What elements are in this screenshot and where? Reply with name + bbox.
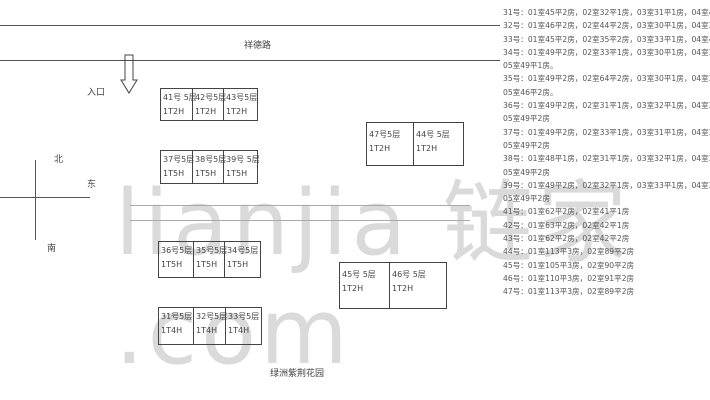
entrance-label: 入口: [87, 88, 106, 98]
building-name: 31号5层: [161, 312, 193, 321]
building-42: 42号5层 1T2H: [193, 89, 227, 120]
unit-note: 38号：01室48平1房，02室31平1房，03室32平1房，04室34平1: [503, 154, 710, 164]
compass-east: 东: [87, 180, 97, 190]
building-35: 35号5层 1T5H: [194, 242, 228, 277]
unit-note: 43号：01室62平2房，02室42平2房: [503, 234, 630, 244]
unit-note: 05室49平2房: [503, 194, 550, 204]
inner-road-line: [130, 205, 470, 206]
compass-horizontal: [0, 197, 90, 198]
building-type: 1T5H: [161, 260, 183, 269]
unit-note: 44号：01室113平3房，02室89平2房: [503, 247, 635, 257]
unit-note: 33号：01室45平2房，02室35平2房，03室33平1房，04室44平2: [503, 34, 710, 44]
unit-note: 37号：01室49平2房，02室33平1房，03室31平1房，04室35平1: [503, 127, 710, 137]
road-edge-bottom: [0, 60, 500, 61]
building-type: 1T5H: [227, 260, 249, 269]
entrance-arrow-icon: [120, 54, 138, 94]
building-name: 36号5层: [161, 246, 193, 255]
unit-notes: 31号：01室45平2房，02室32平1房，03室31平1房，04室46平2 32…: [503, 6, 710, 299]
building-33: 33号5层 1T4H: [226, 308, 261, 344]
building-type: 1T2H: [226, 107, 248, 116]
building-36: 36号5层 1T5H: [159, 242, 194, 277]
watermark: lianjia 链家 .com: [115, 171, 631, 385]
unit-note: 35号：01室49平2房，02室64平2房，03室30平1房，04室31平1: [503, 74, 710, 84]
unit-note: 41号：01室62平2房，02室41平1房: [503, 207, 630, 217]
building-46: 46号 5层 1T2H: [390, 263, 446, 308]
building-31: 31号5层 1T4H: [159, 308, 194, 344]
building-type: 1T4H: [228, 326, 250, 335]
building-row-47-44: 47号5层 1T2H 44号 5层 1T2H: [366, 122, 464, 166]
building-type: 1T5H: [195, 169, 217, 178]
unit-note: 05室46平2房。: [503, 87, 558, 97]
building-name: 33号5层: [228, 312, 260, 321]
building-name: 38号5层: [195, 155, 227, 164]
building-41: 41号 5层 1T2H: [161, 89, 197, 120]
unit-note: 05室49平2房: [503, 167, 550, 177]
unit-note: 05室49平1房。: [503, 61, 558, 71]
building-type: 1T5H: [226, 169, 248, 178]
building-name: 43号5层: [226, 93, 258, 102]
building-name: 37号5层: [163, 155, 195, 164]
building-name: 44号 5层: [416, 130, 450, 139]
building-name: 42号5层: [195, 93, 227, 102]
building-name: 35号5层: [196, 246, 228, 255]
building-44: 44号 5层 1T2H: [414, 123, 463, 165]
building-47: 47号5层 1T2H: [367, 123, 414, 165]
building-name: 32号5层: [196, 312, 228, 321]
unit-note: 05室49平2房: [503, 140, 550, 150]
building-39: 39号 5层 1T5H: [224, 151, 262, 183]
unit-note: 32号：01室46平2房，02室44平2房，03室30平1房，04室31平1: [503, 21, 710, 31]
building-name: 45号 5层: [342, 270, 376, 279]
building-type: 1T2H: [342, 284, 364, 293]
building-name: 47号5层: [369, 130, 401, 139]
building-type: 1T2H: [195, 107, 217, 116]
building-type: 1T4H: [161, 326, 183, 335]
building-row-41-43: 41号 5层 1T2H 42号5层 1T2H 43号5层 1T2H: [160, 88, 258, 121]
building-type: 1T2H: [392, 284, 414, 293]
unit-note: 39号：01室49平2房，02室32平1房，03室33平1房，04室31平1: [503, 180, 710, 190]
unit-note: 05室49平2房: [503, 114, 550, 124]
garden-name: 绿洲紫荆花园: [270, 369, 325, 379]
building-type: 1T2H: [416, 144, 438, 153]
compass-north: 北: [54, 155, 64, 165]
building-32: 32号5层 1T4H: [194, 308, 228, 344]
unit-note: 42号：01室63平2房，02室42平1房: [503, 220, 630, 230]
building-34: 34号5层 1T5H: [225, 242, 260, 277]
building-type: 1T5H: [163, 169, 185, 178]
building-name: 39号 5层: [226, 155, 260, 164]
unit-note: 31号：01室45平2房，02室32平1房，03室31平1房，04室46平2: [503, 8, 710, 17]
building-type: 1T5H: [196, 260, 218, 269]
compass-vertical: [35, 160, 36, 240]
unit-note: 36号：01室49平2房，02室31平1房，03室32平1房，04室33平1: [503, 101, 710, 111]
building-name: 34号5层: [227, 246, 259, 255]
unit-note: 47号：01室113平3房，02室89平2房: [503, 287, 635, 297]
building-type: 1T2H: [369, 144, 391, 153]
building-row-45-46: 45号 5层 1T2H 46号 5层 1T2H: [339, 262, 447, 309]
building-type: 1T2H: [163, 107, 185, 116]
building-name: 41号 5层: [163, 93, 197, 102]
building-38: 38号5层 1T5H: [193, 151, 227, 183]
building-45: 45号 5层 1T2H: [340, 263, 390, 308]
road-name: 祥德路: [244, 41, 272, 51]
building-43: 43号5层 1T2H: [224, 89, 259, 120]
road-edge-top: [0, 25, 500, 26]
building-type: 1T4H: [196, 326, 218, 335]
unit-note: 34号：01室49平2房，02室33平1房，03室30平1房，04室32平1: [503, 47, 710, 57]
inner-road-line: [130, 220, 470, 221]
compass-south: 南: [47, 244, 57, 254]
building-37: 37号5层 1T5H: [161, 151, 195, 183]
building-name: 46号 5层: [392, 270, 426, 279]
unit-note: 46号：01室110平3房，02室91平2房: [503, 273, 635, 283]
unit-note: 45号：01室105平3房，02室90平2房: [503, 260, 635, 270]
